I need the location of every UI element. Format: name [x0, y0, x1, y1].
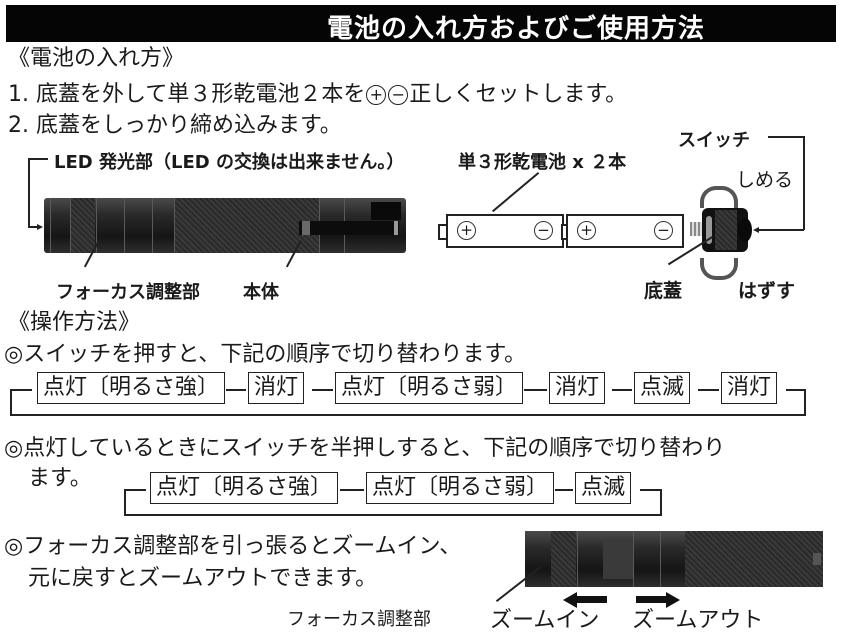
plus-icon: +: [577, 221, 596, 240]
tighten-arrow-icon: [700, 186, 738, 208]
flow-loop-line: [660, 489, 662, 515]
step-1: 1. 底蓋を外して単３形乾電池２本を+−正しくセットします。: [8, 82, 627, 108]
flow-connector: [312, 389, 333, 391]
plus-icon: +: [366, 85, 387, 105]
minus-icon: −: [654, 221, 673, 240]
led-leader-line: [28, 158, 48, 160]
battery-leader-line: [492, 172, 539, 212]
page-header: 電池の入れ方およびご使用方法: [6, 5, 836, 44]
instruction-1: ◎スイッチを押すと、下記の順序で切り替わります。: [4, 342, 527, 367]
zoom-out-arrow-icon: [636, 596, 668, 603]
flow-loop-line: [10, 414, 806, 416]
flow-connector: [698, 389, 719, 391]
flow1-step-on-high: 点灯〔明るさ強〕: [37, 372, 226, 404]
end-cap-image: [702, 208, 752, 252]
cap-label: 底蓋: [644, 280, 683, 302]
zoom-in-arrowhead-icon: [563, 592, 577, 608]
minus-icon: −: [388, 85, 409, 105]
minus-icon: −: [534, 221, 553, 240]
switch-leader-line-vertical: [803, 136, 805, 230]
flow-connector: [340, 489, 364, 491]
remove-label: はずす: [738, 280, 796, 302]
flow-connector: [555, 489, 573, 491]
flow1-step-off: 消灯: [549, 372, 606, 404]
switch-leader-line: [768, 136, 804, 138]
step-1-prefix: 1. 底蓋を外して単３形乾電池２本を: [8, 82, 366, 107]
flow-loop-line: [804, 389, 806, 415]
flow1-step-off: 消灯: [248, 372, 305, 404]
instruction-3-line-1: ◎フォーカス調整部を引っ張るとズームイン、: [4, 534, 462, 559]
flow2-step-on-low: 点灯〔明るさ弱〕: [366, 472, 555, 504]
zoom-in-label: ズームイン: [490, 608, 600, 633]
flow1-step-off: 消灯: [721, 372, 778, 404]
plus-icon: +: [457, 221, 476, 240]
page-title: 電池の入れ方およびご使用方法: [326, 14, 705, 44]
flow1-step-on-low: 点灯〔明るさ弱〕: [335, 372, 524, 404]
zoom-out-label: ズームアウト: [632, 608, 764, 633]
flow-connector: [524, 389, 547, 391]
zoom-flashlight-image: [525, 531, 823, 587]
battery-1: + −: [446, 214, 564, 248]
instruction-3-line-2: 元に戻すとズームアウトできます。: [28, 566, 378, 591]
step-1-suffix: 正しくセットします。: [409, 82, 628, 107]
flow-loop-line: [124, 489, 126, 515]
switch-label: スイッチ: [678, 130, 750, 151]
flow2-step-blink: 点滅: [575, 472, 632, 504]
focus-label: フォーカス調整部: [56, 282, 200, 303]
instruction-2-line-2: ます。: [28, 466, 92, 491]
zoom-out-arrowhead-icon: [666, 592, 680, 608]
arrow-icon: [37, 224, 43, 230]
flow-connector: [786, 389, 805, 391]
flow-loop-line: [10, 389, 12, 415]
flow-connector: [612, 389, 632, 391]
operation-section-heading: 《操作方法》: [8, 310, 141, 335]
zoom-focus-label: フォーカス調整部: [287, 609, 431, 630]
switch-leader-line-end: [758, 229, 804, 231]
spring-image: [690, 222, 704, 236]
flow-connector: [640, 489, 661, 491]
battery-section-heading: 《電池の入れ方》: [8, 46, 185, 71]
flow-loop-line: [10, 389, 32, 391]
body-label: 本体: [243, 282, 279, 303]
remove-arrow-icon: [700, 258, 738, 280]
battery-label: 単３形乾電池 x ２本: [458, 152, 627, 173]
flow-connector: [226, 389, 246, 391]
led-label: LED 発光部（LED の交換は出来ません。）: [54, 152, 405, 173]
flashlight-image: [44, 198, 406, 253]
battery-2: + −: [566, 214, 684, 248]
flow2-step-on-high: 点灯〔明るさ強〕: [150, 472, 339, 504]
arrow-icon: [753, 227, 759, 233]
flow-loop-line: [124, 489, 146, 491]
tighten-label: しめる: [736, 169, 794, 191]
step-2: 2. 底蓋をしっかり締め込みます。: [8, 113, 342, 138]
zoom-in-arrow-icon: [575, 596, 607, 603]
flow-loop-line: [124, 514, 662, 516]
led-leader-line-vertical: [28, 158, 30, 226]
flow1-step-blink: 点滅: [634, 372, 691, 404]
led-leader-line-end: [28, 226, 38, 228]
instruction-2-line-1: ◎点灯しているときにスイッチを半押しすると、下記の順序で切り替わり: [4, 436, 726, 461]
